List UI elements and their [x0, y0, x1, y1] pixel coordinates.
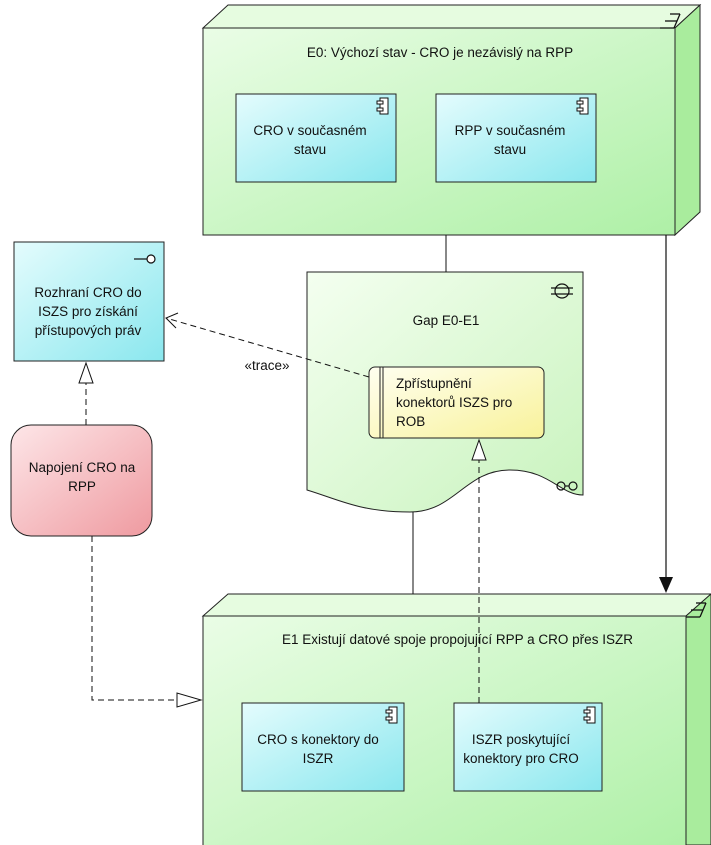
plateau-icon: [660, 13, 681, 29]
component-iszr-connectors[interactable]: [453, 702, 603, 792]
work-package[interactable]: [368, 366, 545, 439]
component-icon: [376, 97, 389, 115]
realization-iszr-workpackage[interactable]: [471, 438, 487, 703]
component-cro-current[interactable]: [235, 93, 397, 183]
component-icon: [385, 706, 398, 724]
component-icon: [583, 706, 596, 724]
gap-icon: [551, 283, 573, 299]
realization-service-interface[interactable]: [78, 361, 94, 425]
realization-service-e1[interactable]: [91, 536, 203, 708]
component-icon: [576, 97, 589, 115]
service-box[interactable]: [10, 424, 153, 537]
interface-box[interactable]: [13, 241, 165, 362]
component-rpp-current[interactable]: [435, 93, 597, 183]
interface-icon: [134, 254, 156, 264]
chain-icon: [556, 481, 578, 491]
plateau-icon: [686, 602, 707, 618]
trace-relation[interactable]: [165, 312, 370, 378]
triggering-e0-e1[interactable]: [659, 235, 673, 593]
component-cro-connectors[interactable]: [241, 702, 405, 792]
